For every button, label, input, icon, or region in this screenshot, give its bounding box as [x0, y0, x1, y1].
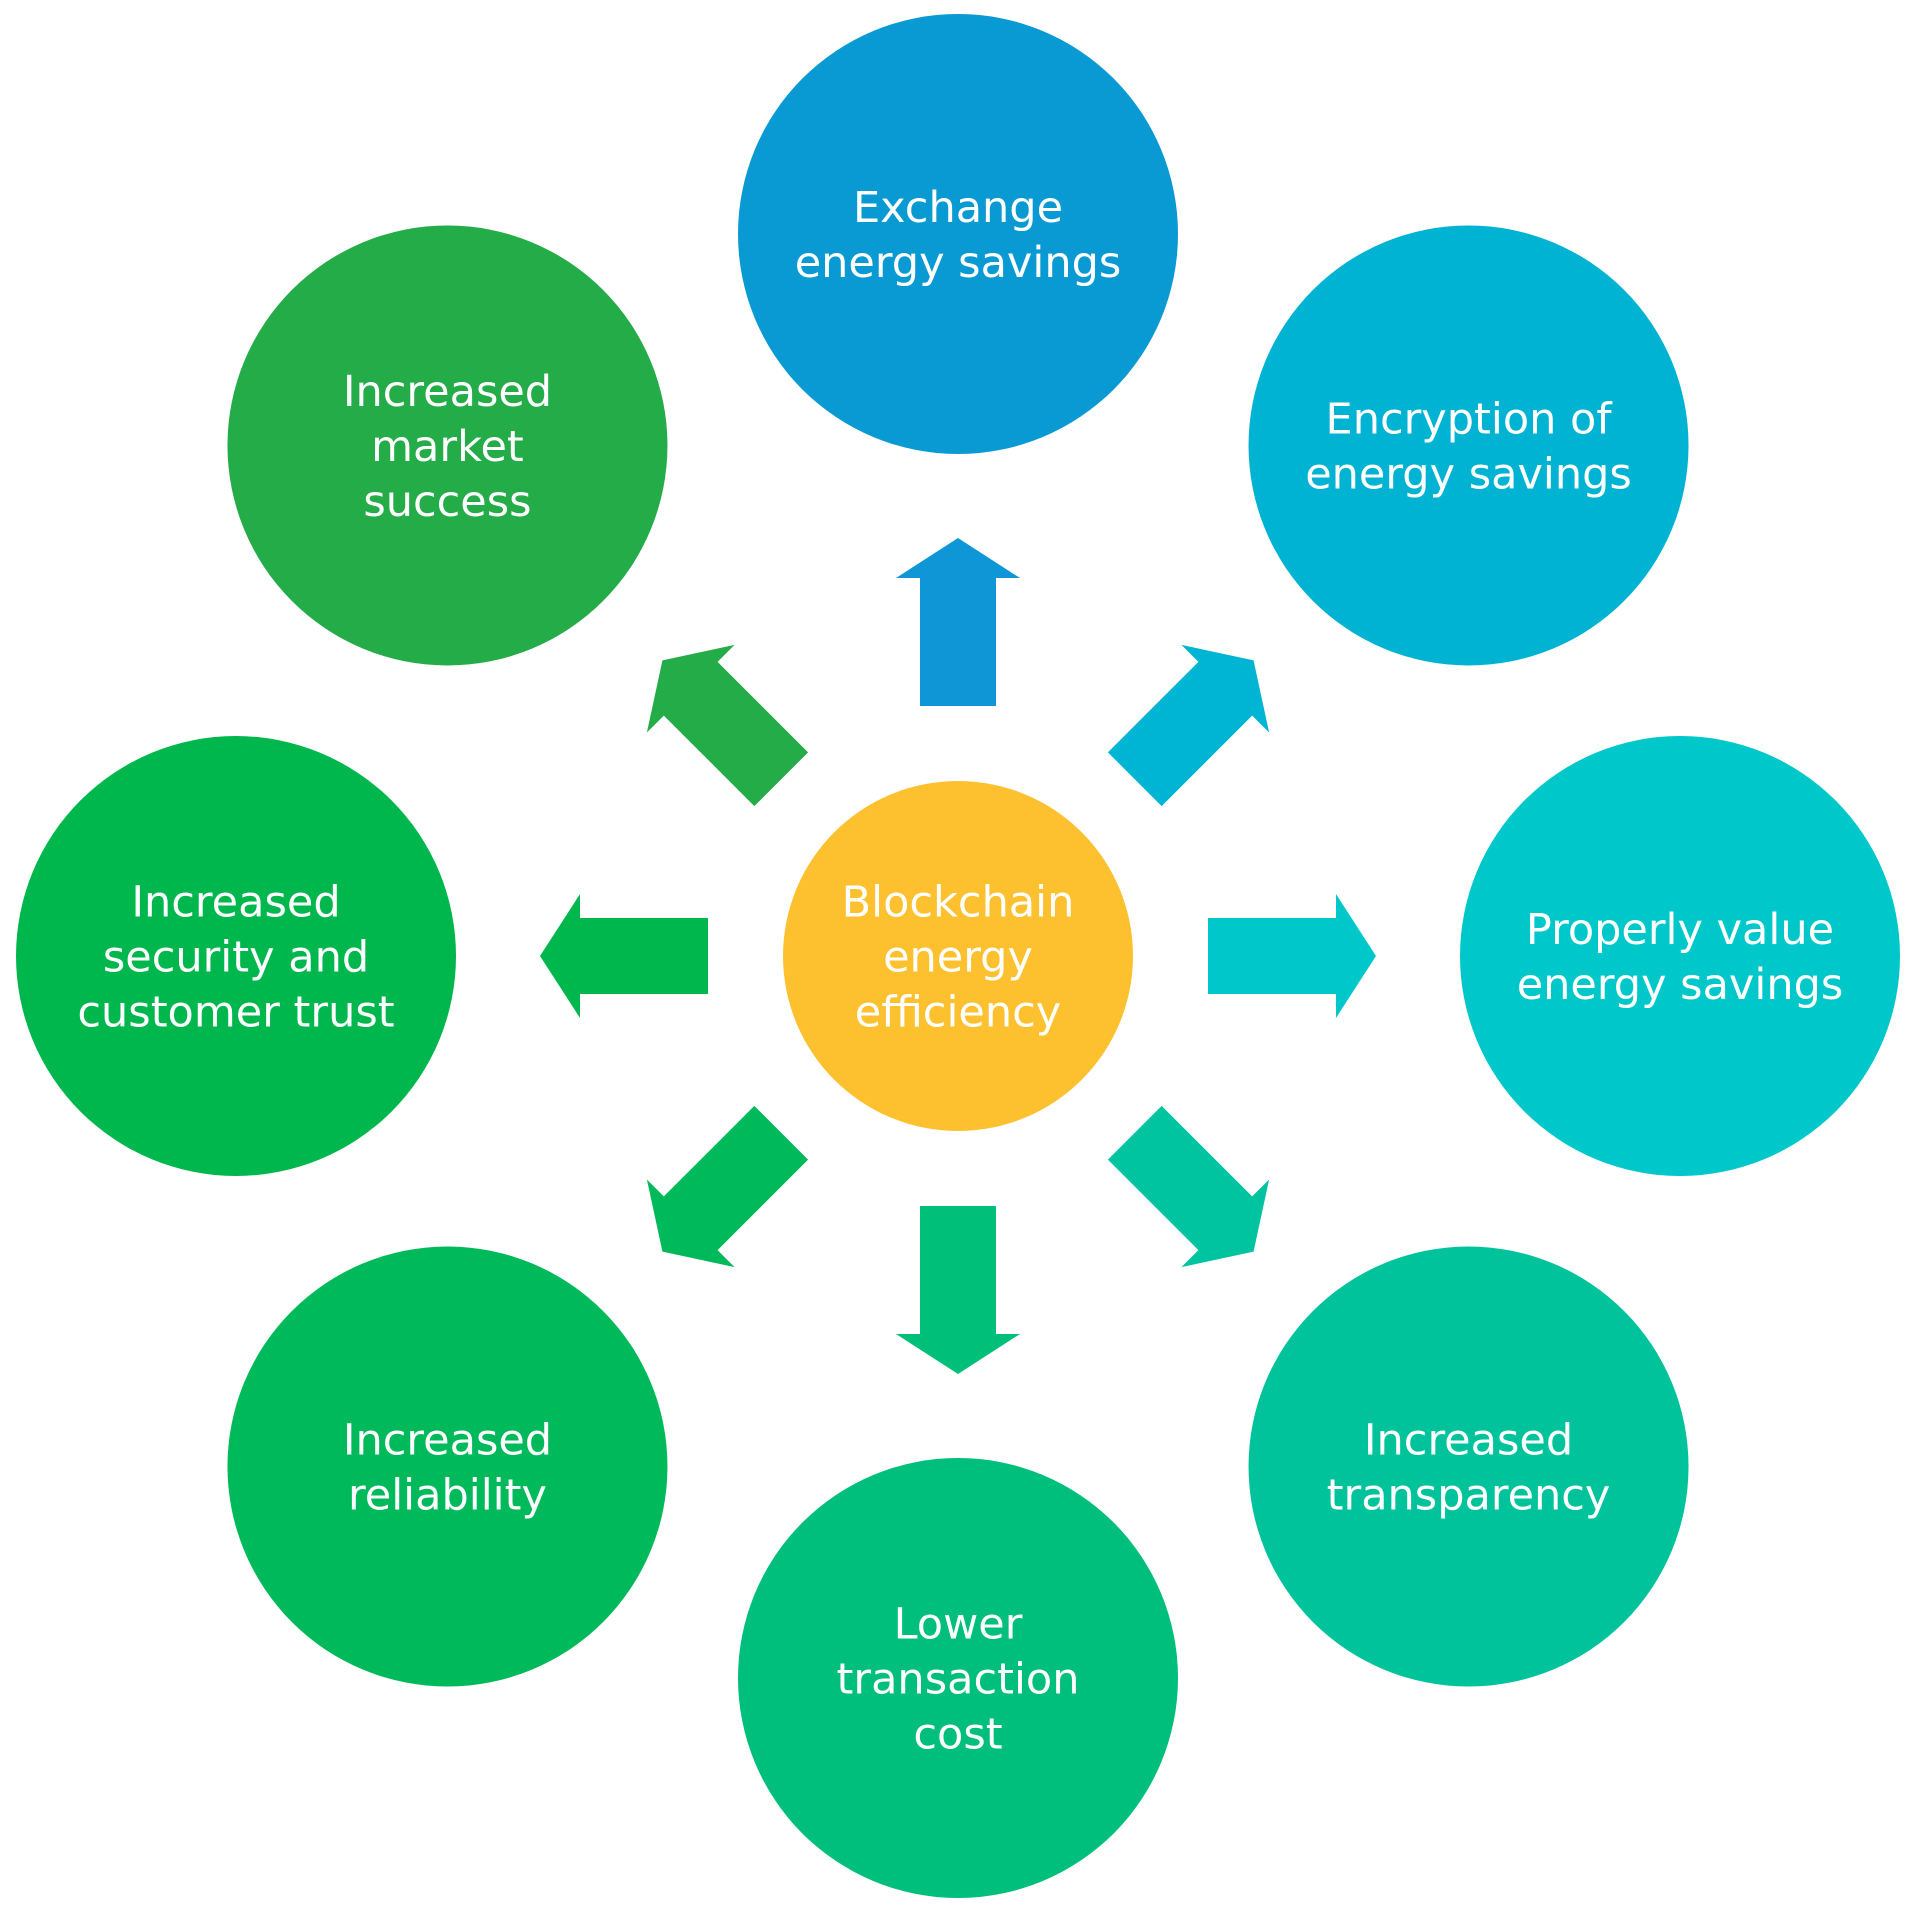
node-label-reliability-line-1: Increased [343, 1416, 552, 1466]
node-label-security-line-1: Increased [131, 877, 340, 927]
node-label-security-line-3: customer trust [77, 987, 394, 1037]
node-label-transaction-line-2: transaction [837, 1654, 1080, 1704]
node-label-exchange-line-1: Exchange [853, 183, 1063, 233]
node-label-transaction-line-3: cost [913, 1709, 1002, 1759]
arrow-to-transparency [1107, 1105, 1270, 1268]
node-label-value-line-1: Properly value [1526, 905, 1834, 955]
node-circle-transparency [1248, 1246, 1689, 1687]
node-label-exchange-line-2: energy savings [795, 238, 1122, 288]
arrow-to-market [646, 644, 809, 807]
node-circle-reliability [227, 1246, 668, 1687]
arrows-layer [540, 538, 1376, 1374]
arrow-to-security [540, 894, 708, 1018]
node-label-reliability-line-2: reliability [348, 1471, 547, 1521]
node-label-market-line-3: success [363, 477, 531, 527]
arrow-to-exchange [896, 538, 1020, 706]
node-circle-market [227, 225, 668, 666]
node-circle-exchange [738, 14, 1178, 454]
arrow-to-transaction [896, 1206, 1020, 1374]
node-label-encryption-line-1: Encryption of [1326, 394, 1613, 444]
node-circle-transaction [738, 1458, 1178, 1898]
arrow-to-reliability [646, 1105, 809, 1268]
node-label-transparency-line-2: transparency [1327, 1471, 1611, 1521]
node-label-value-line-2: energy savings [1517, 960, 1844, 1010]
node-label-transaction-line-1: Lower [894, 1599, 1023, 1649]
node-label-encryption-line-2: energy savings [1305, 449, 1632, 499]
node-label-market-line-1: Increased [343, 367, 552, 417]
center-label-line-2: energy [883, 932, 1033, 982]
node-circle-value [1460, 736, 1900, 1176]
arrow-to-value [1208, 894, 1376, 1018]
node-label-market-line-2: market [371, 422, 524, 472]
center-label-line-1: Blockchain [842, 877, 1075, 927]
node-label-transparency-line-1: Increased [1364, 1416, 1573, 1466]
node-circle-encryption [1248, 225, 1689, 666]
node-circle-security [16, 736, 456, 1176]
center-label-line-3: efficiency [855, 987, 1061, 1037]
arrow-to-encryption [1107, 644, 1270, 807]
center-circle [783, 781, 1133, 1131]
node-label-security-line-2: security and [103, 932, 369, 982]
